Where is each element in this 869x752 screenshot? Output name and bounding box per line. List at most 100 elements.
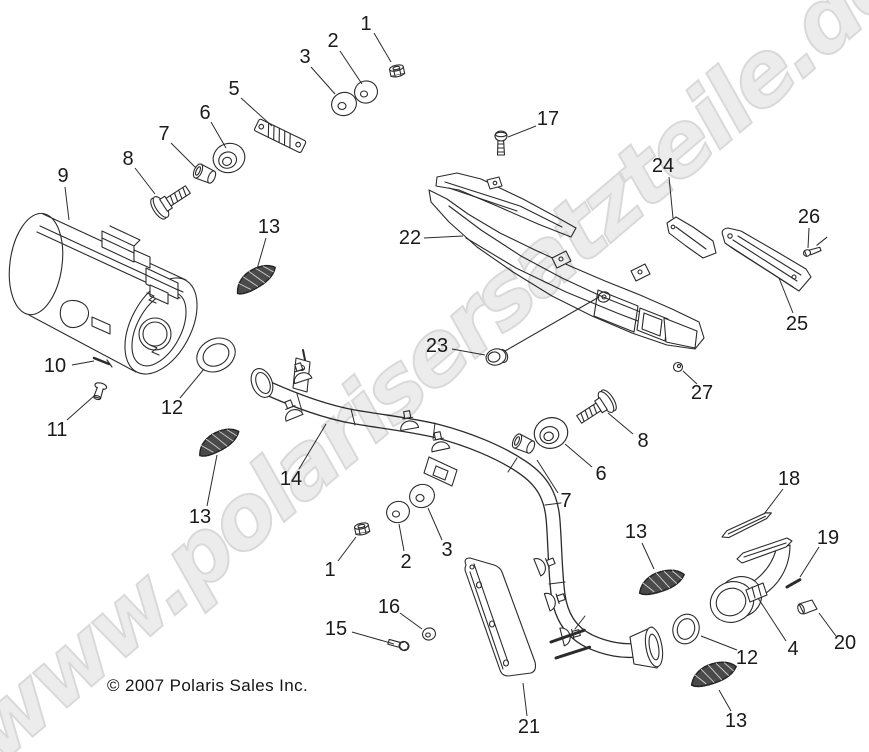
callout-label-20: 20 — [834, 632, 856, 654]
callout-label-13: 13 — [189, 506, 211, 528]
leader-line-6 — [564, 443, 593, 468]
spring-rod-18 — [721, 512, 772, 539]
leader-line-1 — [337, 536, 357, 562]
callout-label-3: 3 — [441, 539, 452, 561]
callout-label-2: 2 — [400, 551, 411, 573]
leader-line-2 — [339, 50, 363, 85]
muffler-silencer-part — [8, 212, 198, 375]
leader-line-6 — [210, 121, 227, 149]
leader-line-2 — [398, 523, 405, 552]
leader-line-17 — [507, 125, 537, 138]
bolt-15 — [387, 638, 410, 652]
gasket-13-c — [634, 564, 688, 599]
leader-line-14 — [298, 423, 327, 470]
shield-bracket-24 — [666, 216, 717, 259]
leader-line-1 — [373, 32, 392, 63]
callout-label-3: 3 — [299, 46, 310, 68]
callout-label-13: 13 — [725, 710, 747, 732]
leader-line-13 — [256, 237, 267, 270]
leader-line-8 — [607, 412, 634, 435]
callout-label-10: 10 — [44, 355, 66, 377]
bushing-6-mid — [530, 413, 572, 453]
head-pipe-part — [250, 349, 664, 669]
callout-label-12: 12 — [736, 647, 758, 669]
callout-label-8: 8 — [637, 430, 648, 452]
leader-line-10 — [71, 360, 95, 366]
callout-label-1: 1 — [324, 559, 335, 581]
pin-10 — [92, 356, 113, 368]
leader-line-15 — [351, 631, 395, 645]
plug-23 — [485, 296, 600, 366]
washer-16 — [422, 627, 436, 641]
callout-label-4: 4 — [787, 638, 798, 660]
callout-label-18: 18 — [778, 468, 800, 490]
leader-line-25 — [778, 277, 794, 314]
lower-fastener-set — [353, 483, 435, 537]
rivet-11 — [93, 382, 108, 401]
leader-line-5 — [240, 97, 273, 127]
upper-heat-shield-part — [428, 172, 705, 350]
flange-bolt-8-mid — [572, 387, 620, 431]
leader-line-3 — [427, 507, 443, 541]
washer-3 — [331, 91, 357, 117]
exhaust-seal-upper-part — [196, 337, 236, 373]
leader-line-9 — [64, 186, 70, 221]
leader-line-18 — [763, 488, 784, 515]
callout-label-6: 6 — [595, 463, 606, 485]
gasket-13-a — [230, 258, 281, 299]
screw-26 — [802, 236, 828, 257]
clamp-strap-5 — [254, 118, 307, 153]
mid-fastener-set — [509, 387, 620, 456]
callout-label-26: 26 — [798, 206, 820, 228]
leader-line-3 — [310, 66, 336, 95]
leader-line-20 — [818, 612, 837, 637]
washer-3-lower — [409, 483, 435, 509]
nut-1-lower — [353, 521, 371, 537]
leader-line-22 — [423, 235, 464, 239]
exhaust-seal-lower-part — [672, 613, 700, 645]
gasket-13-b — [193, 422, 244, 461]
callout-label-12: 12 — [161, 397, 183, 419]
leader-line-26 — [807, 227, 810, 249]
leader-line-24 — [668, 176, 674, 219]
manifold-elbow-part — [709, 537, 793, 623]
leader-line-13 — [718, 689, 732, 712]
lower-heat-shield-part — [464, 557, 537, 677]
leader-line-11 — [66, 395, 95, 421]
callout-label-27: 27 — [691, 382, 713, 404]
nut-1 — [388, 63, 406, 79]
spacer-7-mid — [509, 432, 538, 456]
leader-line-13 — [641, 542, 655, 570]
cap-20 — [797, 599, 818, 615]
leader-line-7 — [170, 142, 197, 169]
leader-line-23 — [451, 348, 486, 356]
callout-label-7: 7 — [560, 490, 571, 512]
gasket-13-d — [686, 656, 740, 691]
grommet-27 — [672, 361, 684, 373]
leader-line-16 — [399, 612, 423, 630]
callout-label-19: 19 — [817, 527, 839, 549]
leader-line-13 — [206, 454, 218, 507]
callout-label-21: 21 — [518, 716, 540, 738]
callout-label-8: 8 — [122, 148, 133, 170]
callout-label-15: 15 — [325, 618, 347, 640]
callout-label-13: 13 — [258, 216, 280, 238]
callout-label-22: 22 — [399, 227, 421, 249]
callout-label-24: 24 — [652, 155, 674, 177]
leader-line-7 — [536, 459, 559, 494]
spacer-7 — [190, 162, 219, 186]
callout-label-23: 23 — [426, 335, 448, 357]
leader-line-12 — [179, 368, 205, 399]
callout-label-14: 14 — [280, 468, 302, 490]
leader-line-4 — [757, 597, 787, 642]
callout-label-25: 25 — [786, 313, 808, 335]
callout-label-6: 6 — [199, 102, 210, 124]
callout-label-7: 7 — [158, 123, 169, 145]
flange-bolt-8 — [147, 178, 195, 222]
callout-label-17: 17 — [537, 108, 559, 130]
leader-line-12 — [700, 635, 738, 651]
shield-bracket-25 — [721, 227, 812, 292]
